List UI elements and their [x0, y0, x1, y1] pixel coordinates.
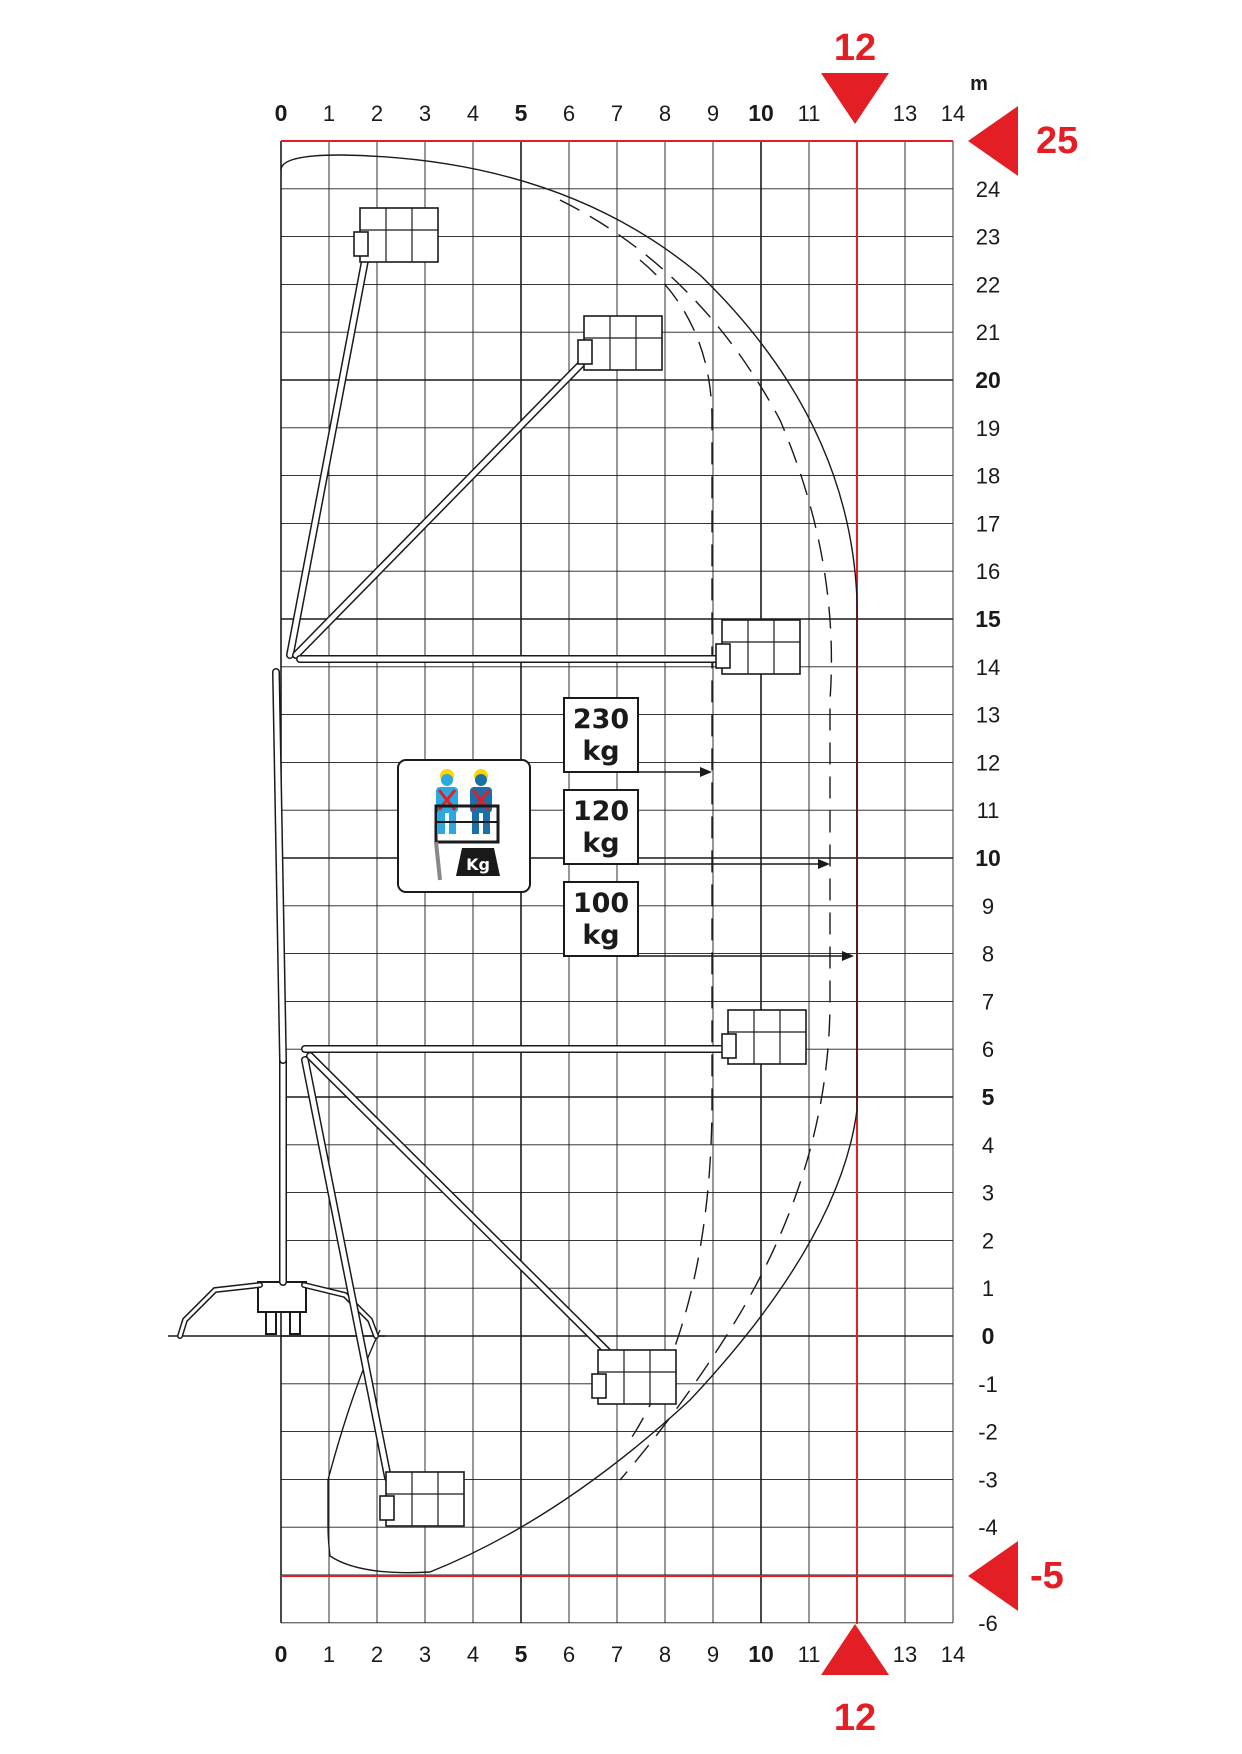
- y-tick-label: 9: [982, 894, 994, 919]
- load-120kg: 120 kg: [563, 789, 830, 869]
- y-axis-right: -6-5-4-3-2-10123456789101112131415161718…: [975, 177, 1001, 1636]
- max-outreach-label-top: 12: [834, 27, 876, 69]
- y-tick-label: 1: [982, 1276, 994, 1301]
- load-120kg-weight: 120: [573, 796, 629, 827]
- lift-tower: [272, 668, 287, 1286]
- max-outreach-label-bottom: 12: [834, 1697, 876, 1739]
- x-tick-label: 2: [371, 101, 383, 126]
- load-100kg-unit: kg: [582, 920, 619, 951]
- x-tick-label: 6: [563, 1642, 575, 1667]
- x-tick-label: 3: [419, 1642, 431, 1667]
- x-tick-label: 2: [371, 1642, 383, 1667]
- y-tick-label: 6: [982, 1037, 994, 1062]
- x-tick-label: 6: [563, 101, 575, 126]
- work-platform: [577, 315, 663, 371]
- max-height-marker: 25: [968, 106, 1078, 176]
- x-axis-top: 0 1 2 3 4 5 6 7 8 9 10 11 13 14: [275, 100, 966, 126]
- max-height-label: 25: [1036, 120, 1078, 162]
- working-envelope-120kg: [559, 199, 833, 1481]
- x-tick-label: 0: [275, 100, 288, 126]
- y-tick-label: 3: [982, 1181, 994, 1206]
- x-tick-label: 7: [611, 101, 623, 126]
- x-tick-label: 3: [419, 101, 431, 126]
- y-tick-label: 14: [976, 655, 1000, 680]
- y-tick-label: 5: [982, 1084, 995, 1110]
- load-100kg: 100 kg: [563, 881, 854, 961]
- x-tick-label: 10: [748, 1641, 774, 1667]
- load-120kg-unit: kg: [582, 828, 619, 859]
- min-depth-marker: -5: [968, 1541, 1064, 1611]
- x-tick-label: 11: [798, 101, 821, 126]
- y-tick-label: 22: [976, 272, 1000, 297]
- min-depth-label: -5: [1030, 1555, 1064, 1597]
- y-tick-label: 4: [982, 1133, 994, 1158]
- x-tick-label: 7: [611, 1642, 623, 1667]
- y-tick-label: 12: [976, 750, 1000, 775]
- y-tick-label: 13: [976, 703, 1000, 728]
- y-tick-label: -2: [978, 1420, 998, 1445]
- x-tick-label: 5: [515, 100, 528, 126]
- x-tick-label: 9: [707, 1642, 719, 1667]
- y-tick-label: 24: [976, 177, 1000, 202]
- x-tick-label: 10: [748, 100, 774, 126]
- work-platform: [379, 1471, 465, 1527]
- y-tick-label: 23: [976, 225, 1000, 250]
- pictogram-basket-icon: [434, 804, 500, 881]
- y-tick-label: 15: [975, 606, 1001, 632]
- y-tick-label: 7: [982, 989, 994, 1014]
- y-tick-label: 10: [975, 845, 1001, 871]
- capacity-pictogram: Kg: [397, 759, 531, 893]
- weight-icon-label: Kg: [466, 855, 490, 874]
- work-platforms: [353, 207, 807, 1527]
- y-tick-label: 8: [982, 942, 994, 967]
- y-tick-label: 11: [977, 798, 1000, 823]
- x-tick-label: 9: [707, 101, 719, 126]
- y-tick-label: 0: [982, 1323, 995, 1349]
- work-platform: [353, 207, 439, 263]
- x-tick-label: 13: [893, 101, 917, 126]
- load-230kg-unit: kg: [582, 736, 619, 767]
- y-tick-label: 16: [976, 559, 1000, 584]
- y-tick-label: -4: [978, 1515, 998, 1540]
- y-tick-label: 17: [976, 511, 1000, 536]
- x-tick-label: 13: [893, 1642, 917, 1667]
- x-tick-label: 14: [941, 1642, 965, 1667]
- x-tick-label: 8: [659, 101, 671, 126]
- y-tick-label: 21: [976, 320, 1000, 345]
- max-outreach-marker-top: 12: [821, 27, 889, 124]
- x-tick-label: 8: [659, 1642, 671, 1667]
- x-tick-label: 4: [467, 101, 479, 126]
- working-envelope-230kg: [629, 259, 713, 1441]
- work-platform: [715, 619, 801, 675]
- x-tick-label: 1: [323, 1642, 335, 1667]
- boom-positions: [286, 246, 729, 1482]
- x-tick-label: 14: [941, 101, 965, 126]
- load-230kg-weight: 230: [573, 704, 629, 735]
- x-tick-label: 0: [275, 1641, 288, 1667]
- y-tick-label: -3: [978, 1467, 998, 1492]
- x-axis-bottom: 0 1 2 3 4 5 6 7 8 9 10 11 13 14: [275, 1641, 966, 1667]
- y-tick-label: -1: [978, 1372, 998, 1397]
- work-platform: [591, 1349, 677, 1405]
- x-tick-label: 1: [323, 101, 335, 126]
- max-outreach-marker-bottom: 12: [821, 1624, 889, 1739]
- work-platform: [721, 1009, 807, 1065]
- x-tick-label: 5: [515, 1641, 528, 1667]
- y-tick-label: 19: [976, 416, 1000, 441]
- x-tick-label: 4: [467, 1642, 479, 1667]
- y-tick-label: -6: [978, 1611, 998, 1636]
- x-tick-label: 11: [798, 1642, 821, 1667]
- unit-label: m: [970, 73, 988, 95]
- weight-icon: Kg: [456, 848, 500, 876]
- working-envelope-outer: [280, 154, 858, 1574]
- load-230kg: 230 kg: [563, 697, 712, 777]
- y-tick-label: 18: [976, 464, 1000, 489]
- y-tick-label: 2: [982, 1228, 994, 1253]
- y-tick-label: 20: [975, 367, 1001, 393]
- load-100kg-weight: 100: [573, 888, 629, 919]
